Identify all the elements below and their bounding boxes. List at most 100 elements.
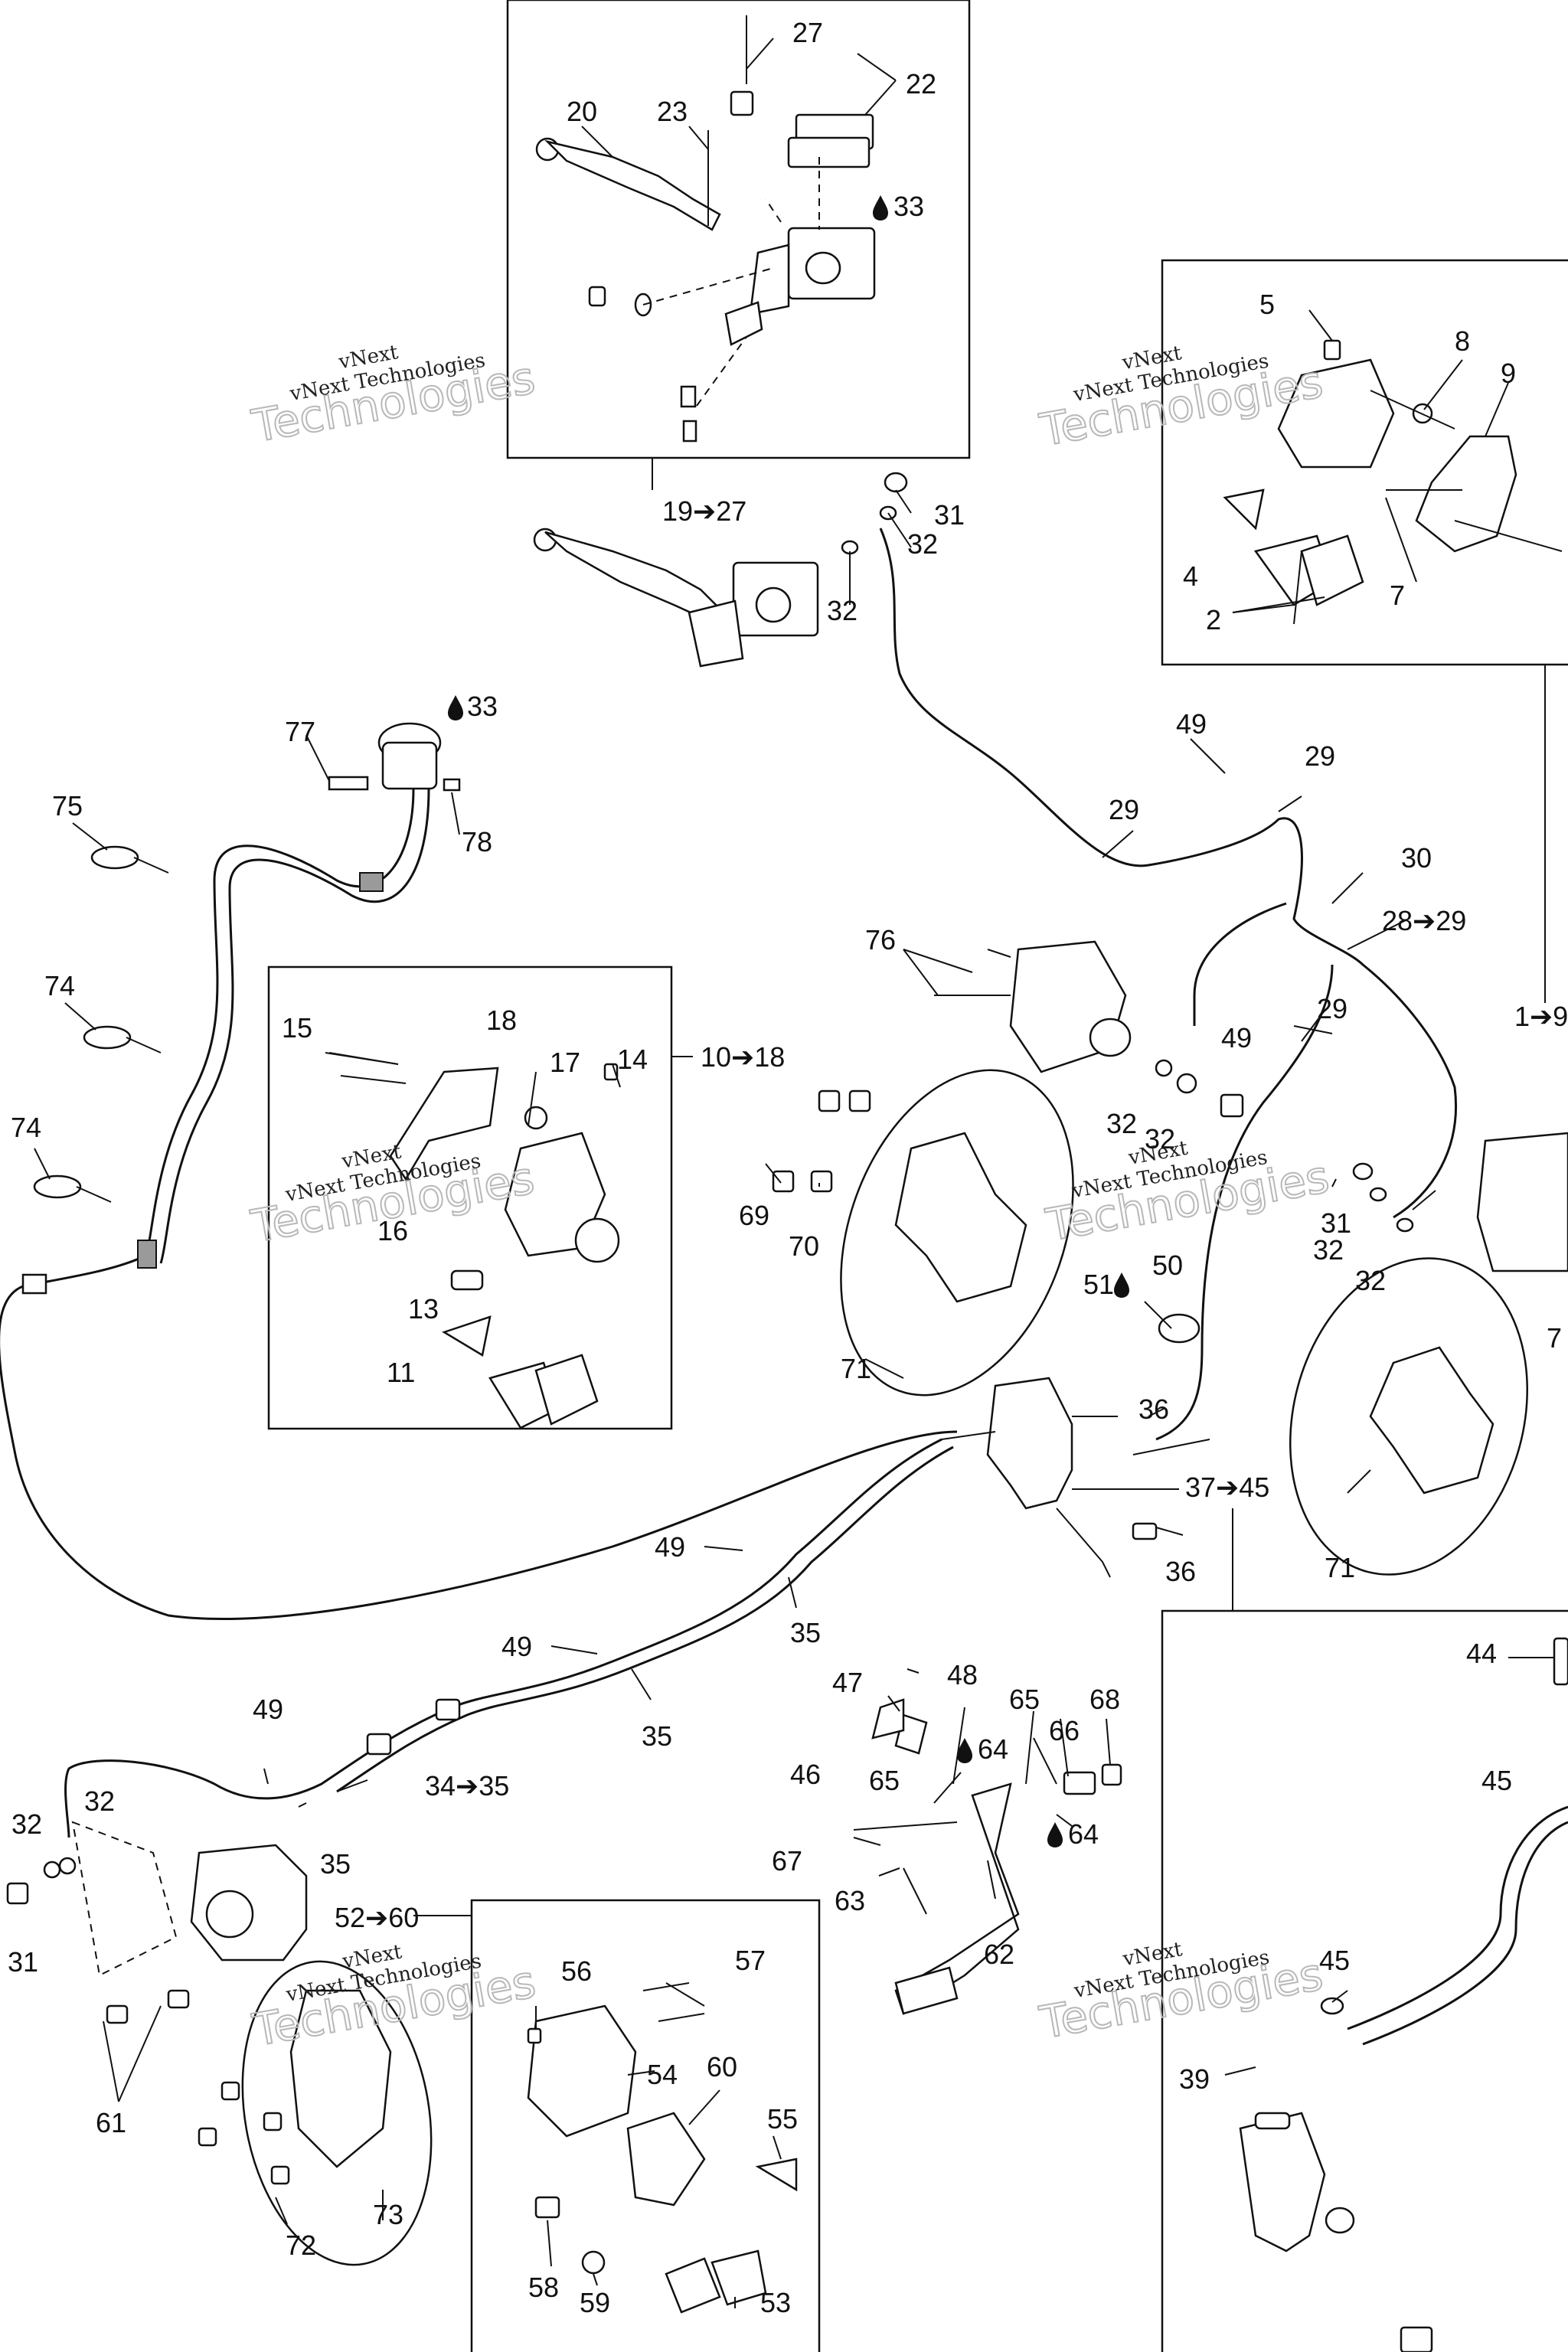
callout-33-reservoir: 33 bbox=[467, 691, 498, 722]
callout-65-b: 65 bbox=[869, 1765, 900, 1796]
callout-52-60: 52➔60 bbox=[335, 1902, 419, 1933]
callout-35-b: 35 bbox=[642, 1720, 672, 1752]
callout-28-29: 28➔29 bbox=[1382, 905, 1466, 936]
callout-13: 13 bbox=[408, 1293, 439, 1325]
oil-drop-icon bbox=[448, 695, 463, 720]
inset-frame-front-caliper-right bbox=[1161, 259, 1568, 666]
callout-36-b: 36 bbox=[1165, 1556, 1196, 1587]
front-caliper-left-parts bbox=[328, 1052, 620, 1429]
callout-4: 4 bbox=[1183, 560, 1198, 592]
callout-18: 18 bbox=[486, 1004, 517, 1036]
callout-59: 59 bbox=[580, 2287, 610, 2318]
oil-drop-icon bbox=[873, 195, 888, 220]
callout-9: 9 bbox=[1501, 358, 1516, 389]
callout-64-a: 64 bbox=[978, 1733, 1008, 1765]
callout-31-top: 31 bbox=[934, 499, 965, 531]
inset-frame-front-caliper-left bbox=[267, 965, 673, 1430]
callout-32-mid-d: 32 bbox=[1355, 1265, 1386, 1296]
brake-pedal bbox=[853, 1698, 1122, 2015]
callout-72: 72 bbox=[286, 2230, 316, 2261]
callout-17: 17 bbox=[550, 1047, 580, 1078]
inset-frame-master-cylinder bbox=[506, 0, 971, 459]
callout-33-upper: 33 bbox=[893, 191, 924, 222]
watermark-6: Technologies vNext vNext Technologies bbox=[1035, 1938, 1328, 2050]
callout-35-c: 35 bbox=[320, 1848, 351, 1880]
callout-22: 22 bbox=[906, 68, 936, 100]
oil-drop-icon bbox=[1114, 1272, 1129, 1298]
watermark-1: Technologies vNext vNext Technologies bbox=[247, 341, 540, 453]
callout-32-top-b: 32 bbox=[827, 595, 858, 626]
callout-34-35: 34➔35 bbox=[425, 1770, 509, 1802]
callout-55: 55 bbox=[767, 2103, 798, 2135]
brake-line-front-upper bbox=[879, 528, 1457, 1219]
callout-68: 68 bbox=[1089, 1684, 1120, 1715]
callout-49-e: 49 bbox=[253, 1694, 283, 1725]
callout-32-bottom-b: 32 bbox=[11, 1808, 42, 1840]
callout-74-b: 74 bbox=[11, 1112, 41, 1143]
rear-caliper-inset-parts bbox=[527, 1982, 798, 2314]
master-cylinder-assembly bbox=[533, 472, 908, 668]
callout-10-18: 10➔18 bbox=[701, 1041, 785, 1073]
callout-20: 20 bbox=[567, 96, 597, 127]
callout-27: 27 bbox=[792, 17, 823, 48]
callout-53: 53 bbox=[760, 2287, 791, 2318]
oil-drop-icons bbox=[448, 195, 1129, 1847]
front-caliper-right-parts bbox=[1223, 339, 1563, 606]
callout-31-bottom: 31 bbox=[8, 1946, 38, 1978]
callout-64-b: 64 bbox=[1068, 1818, 1099, 1850]
callout-29-b: 29 bbox=[1109, 794, 1139, 825]
rear-caliper-assembly bbox=[6, 1821, 433, 2266]
callout-49-d: 49 bbox=[501, 1631, 532, 1662]
callout-32-mid-c: 32 bbox=[1313, 1234, 1344, 1266]
disc-bolts-front-left bbox=[772, 1089, 871, 1193]
callout-62: 62 bbox=[984, 1939, 1014, 1970]
callout-50: 50 bbox=[1152, 1250, 1183, 1281]
brake-line-rear bbox=[64, 1438, 942, 1838]
oil-drop-icon bbox=[1047, 1822, 1063, 1847]
callout-69: 69 bbox=[739, 1200, 769, 1231]
callout-30: 30 bbox=[1401, 842, 1432, 874]
callout-65-a: 65 bbox=[1009, 1684, 1040, 1715]
callout-32-mid-a: 32 bbox=[1106, 1108, 1137, 1139]
callout-63: 63 bbox=[835, 1885, 865, 1916]
callout-11: 11 bbox=[387, 1357, 415, 1388]
callout-56: 56 bbox=[561, 1955, 592, 1987]
callout-31-mid: 31 bbox=[1321, 1207, 1351, 1239]
callout-73: 73 bbox=[373, 2199, 403, 2230]
callout-49-b: 49 bbox=[1221, 1022, 1252, 1054]
callout-19-27: 19➔27 bbox=[662, 495, 746, 527]
rear-reservoir bbox=[328, 722, 461, 792]
callout-77: 77 bbox=[285, 716, 315, 747]
callout-48: 48 bbox=[947, 1659, 978, 1690]
callout-7-right: 7 bbox=[1547, 1322, 1562, 1354]
callout-60: 60 bbox=[707, 2051, 737, 2082]
master-cylinder-lever-inset bbox=[535, 15, 876, 443]
callout-7: 7 bbox=[1390, 580, 1405, 611]
callout-23: 23 bbox=[657, 96, 688, 127]
callout-51: 51 bbox=[1083, 1269, 1114, 1300]
callout-35-a: 35 bbox=[790, 1617, 821, 1648]
callout-67: 67 bbox=[772, 1845, 802, 1877]
callout-46: 46 bbox=[790, 1759, 821, 1790]
callout-5: 5 bbox=[1259, 289, 1275, 320]
inset-frame-rear-caliper bbox=[470, 1899, 821, 2352]
watermark-4: Technologies vNext vNext Technologies bbox=[1041, 1137, 1334, 1253]
callout-57: 57 bbox=[735, 1945, 766, 1976]
front-caliper-middle bbox=[934, 940, 1244, 1118]
cable-ties bbox=[33, 845, 169, 1203]
callout-29-a: 29 bbox=[1305, 740, 1335, 772]
callout-44: 44 bbox=[1466, 1638, 1497, 1669]
callout-74-a: 74 bbox=[44, 970, 75, 1001]
callout-71-a: 71 bbox=[841, 1353, 871, 1384]
callout-76: 76 bbox=[865, 924, 896, 956]
inset-frame-rear-master-cylinder bbox=[1161, 1609, 1568, 2352]
callout-71-b: 71 bbox=[1325, 1552, 1355, 1583]
callout-45-b: 45 bbox=[1319, 1945, 1350, 1976]
callout-49-c: 49 bbox=[655, 1531, 685, 1563]
callout-1-9: 1➔9 bbox=[1514, 1001, 1568, 1032]
front-caliper-right-assembly bbox=[1289, 1132, 1568, 1576]
callout-45-a: 45 bbox=[1481, 1765, 1512, 1796]
callout-49-a: 49 bbox=[1176, 708, 1207, 740]
callout-78: 78 bbox=[462, 826, 492, 858]
